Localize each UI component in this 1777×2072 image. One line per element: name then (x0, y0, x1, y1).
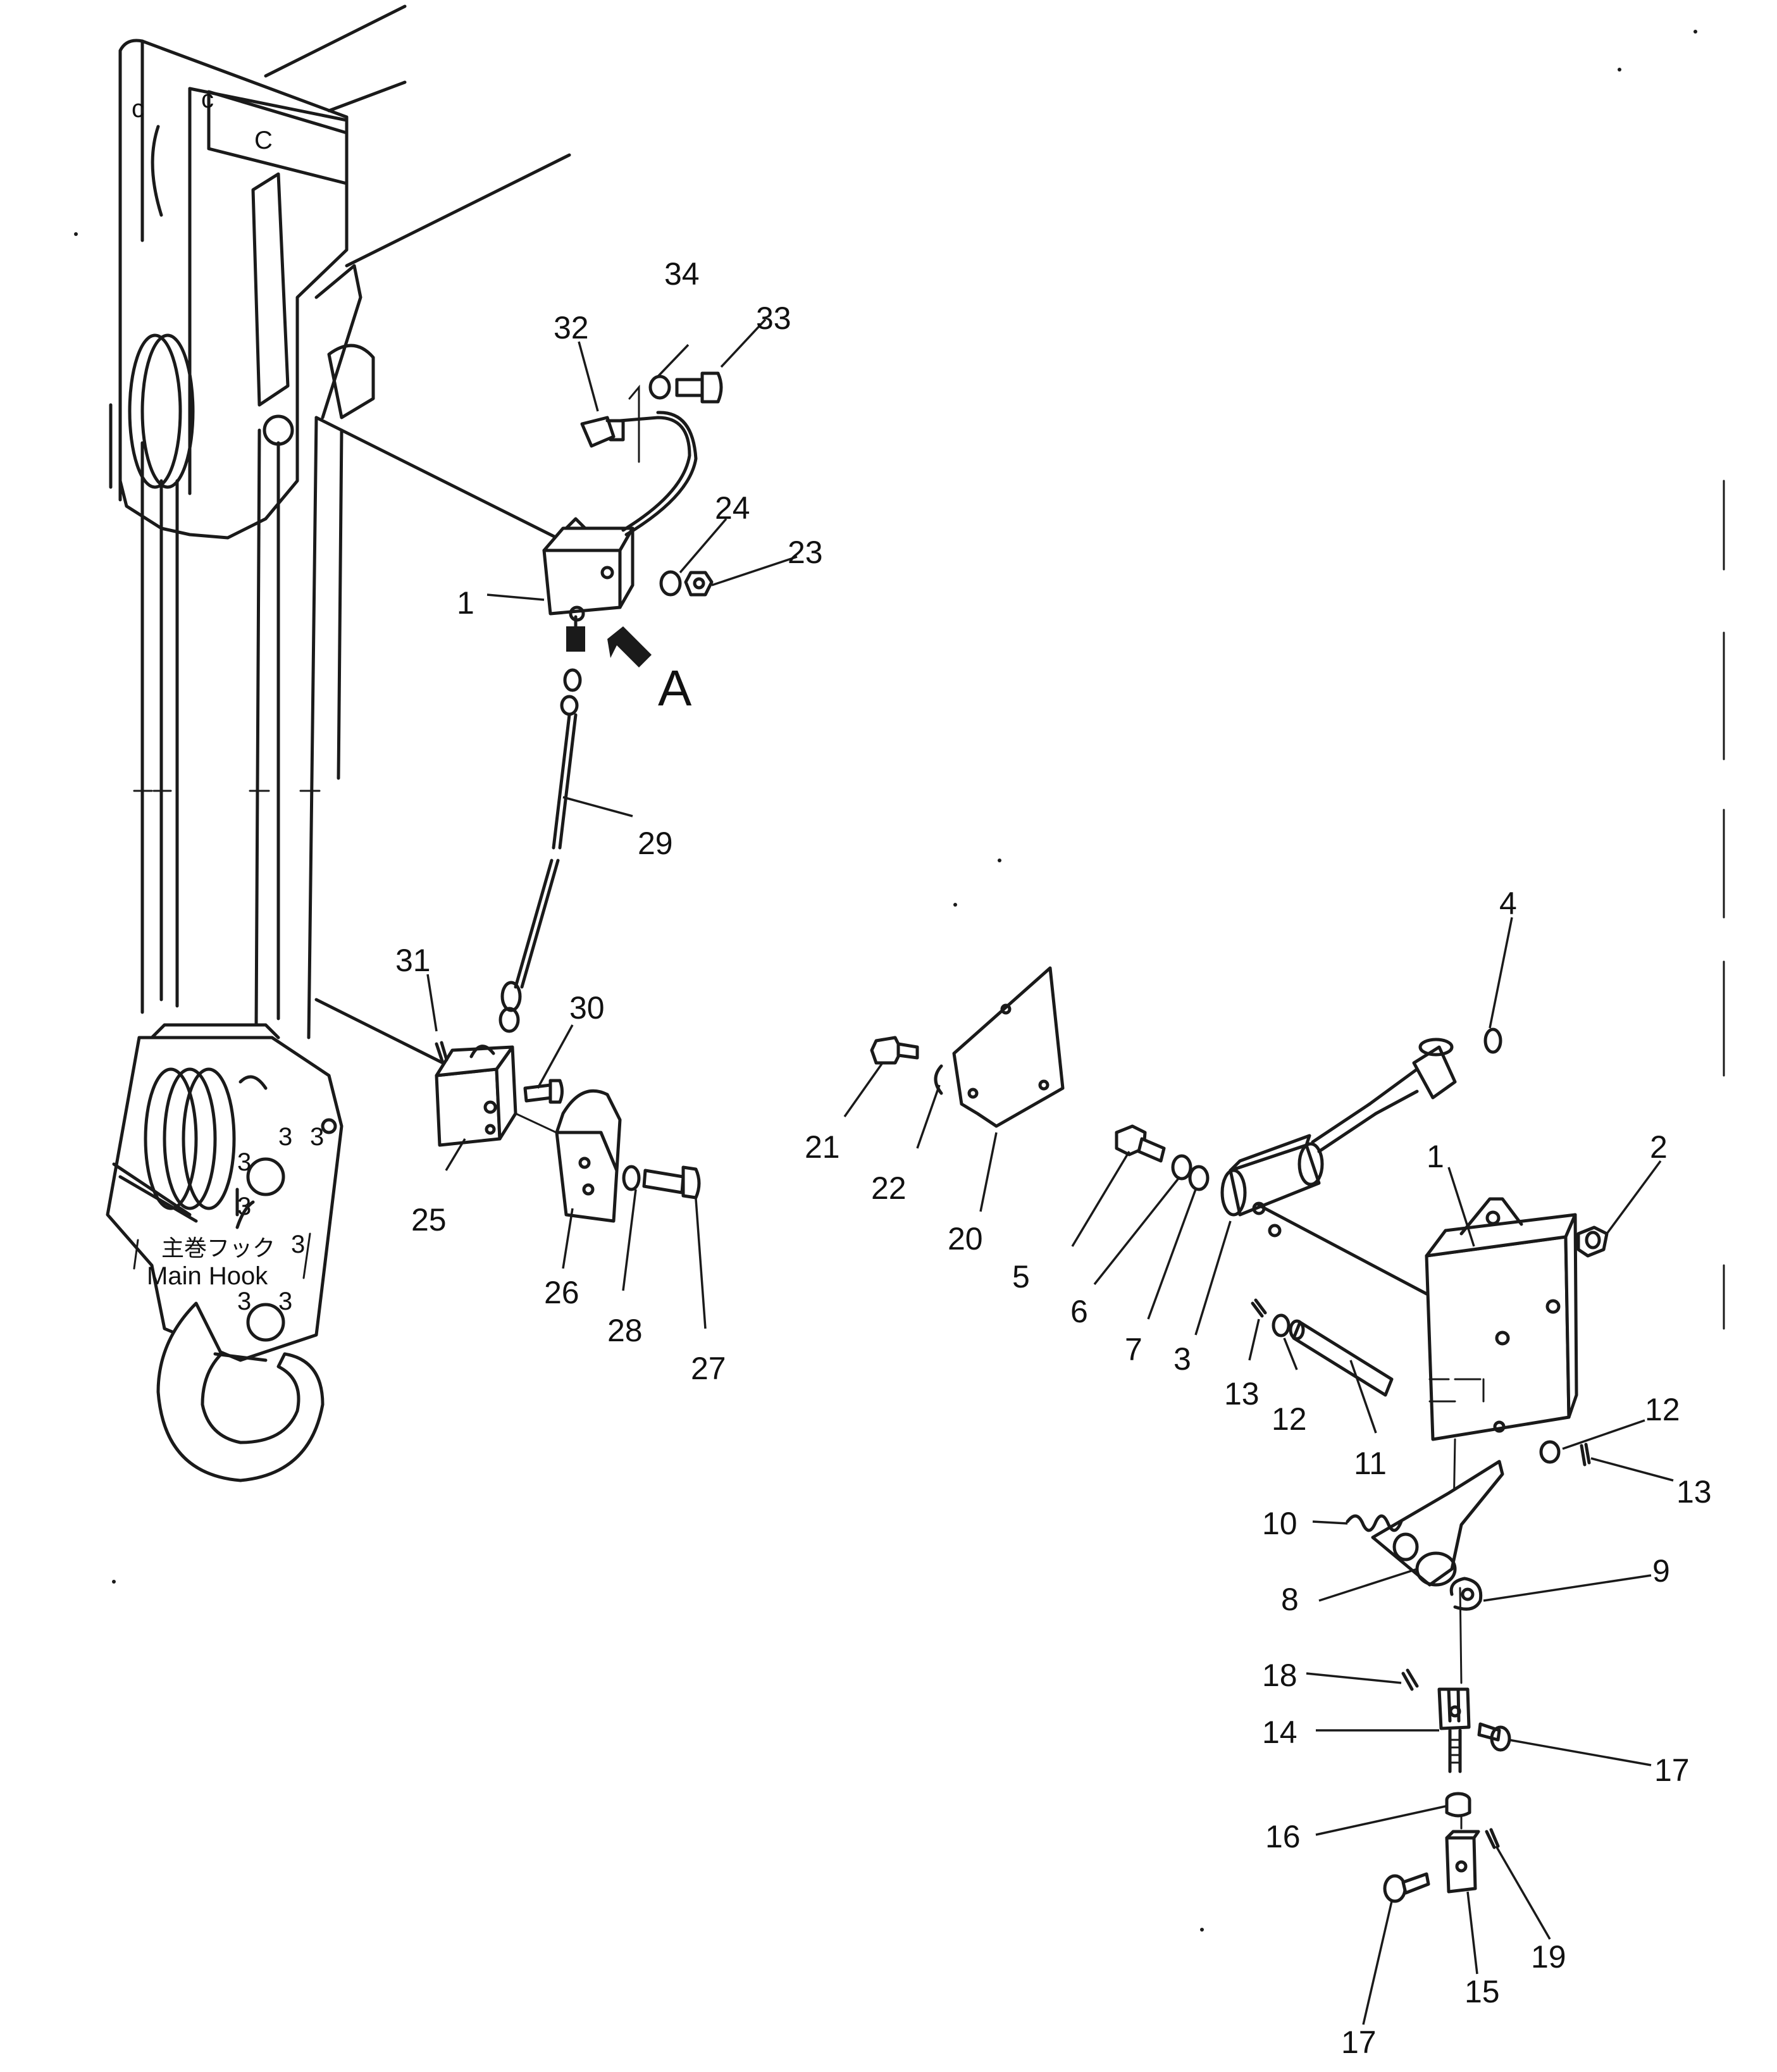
boom-mark-c: c (201, 85, 214, 113)
hook-mark-3g: 3 (291, 1231, 305, 1258)
callout-15: 15 (1464, 1974, 1500, 2009)
callout-32: 32 (554, 310, 589, 345)
washer-34 (648, 375, 671, 400)
upper-limit-switch: A (542, 371, 723, 716)
view-arrow-a (607, 626, 652, 667)
hook-mark-3d: 3 (278, 1287, 292, 1315)
callout-8: 8 (1281, 1582, 1299, 1617)
callout-14: 14 (1262, 1715, 1297, 1750)
washer-12-left (1272, 1313, 1291, 1337)
callout-1-upper: 1 (457, 585, 474, 621)
callout-4: 4 (1499, 886, 1517, 921)
callout-7: 7 (1125, 1332, 1142, 1367)
callout-24: 24 (715, 490, 750, 526)
boom-mark-c2: C (254, 127, 273, 154)
crane-boom: c C c (109, 4, 571, 1039)
callout-20: 20 (948, 1221, 983, 1256)
callout-17-upper: 17 (1654, 1753, 1690, 1788)
callout-21: 21 (805, 1129, 840, 1165)
main-hook-block: 3 3 3 3 3 3 3 主巻フック Main Hook (106, 1023, 344, 1482)
callout-18: 18 (1262, 1658, 1297, 1693)
callout-3: 3 (1173, 1341, 1191, 1377)
washer-7 (1188, 1165, 1210, 1191)
callout-31: 31 (395, 943, 431, 978)
callout-11: 11 (1354, 1446, 1387, 1481)
cover-plate-group (870, 966, 1065, 1128)
boom-mark-c3: c (132, 95, 144, 123)
callout-34: 34 (664, 256, 700, 292)
hook-label-en: Main Hook (147, 1262, 268, 1290)
callout-13-right: 13 (1676, 1474, 1712, 1510)
callout-25: 25 (411, 1202, 447, 1238)
callout-22: 22 (871, 1170, 907, 1206)
washer-24 (659, 570, 682, 597)
callouts: 34 33 32 24 23 1 29 31 30 25 26 28 27 4 … (395, 256, 1712, 2060)
connector-plug (566, 626, 585, 652)
hook-mark-3a: 3 (237, 1148, 251, 1176)
callout-6: 6 (1070, 1294, 1088, 1329)
callout-28: 28 (607, 1313, 643, 1348)
callout-12-right: 12 (1645, 1392, 1680, 1427)
callout-16: 16 (1265, 1819, 1301, 1854)
scan-marks (74, 30, 1725, 1932)
washer-12-right (1539, 1440, 1561, 1464)
hook-mark-3e: 3 (237, 1287, 251, 1315)
callout-27: 27 (691, 1351, 726, 1386)
o-ring-4 (1483, 1027, 1502, 1054)
callout-2: 2 (1650, 1129, 1668, 1165)
view-label-a: A (658, 660, 692, 716)
weight-assembly (314, 998, 701, 1223)
callout-23: 23 (788, 535, 823, 570)
callout-9: 9 (1652, 1553, 1670, 1589)
callout-29: 29 (638, 826, 673, 861)
hook-label-jp: 主巻フック (161, 1236, 275, 1262)
callout-30: 30 (569, 990, 605, 1026)
callout-26: 26 (544, 1275, 579, 1310)
right-limit-switch (1115, 1027, 1609, 1903)
washer-28 (622, 1165, 641, 1191)
cable-29 (498, 668, 582, 1033)
callout-19: 19 (1531, 1939, 1566, 1975)
washer-6 (1171, 1154, 1192, 1181)
hook-mark-3f: 3 (310, 1123, 324, 1151)
callout-33: 33 (756, 301, 791, 336)
hook-mark-3c: 3 (278, 1123, 292, 1151)
callout-5: 5 (1012, 1259, 1030, 1294)
callout-13-left: 13 (1224, 1376, 1260, 1411)
callout-17-lower: 17 (1341, 2025, 1377, 2060)
leader-lines (426, 318, 1674, 2025)
callout-12-left: 12 (1272, 1401, 1307, 1437)
hook-mark-3b: 3 (237, 1193, 251, 1220)
callout-10: 10 (1262, 1506, 1297, 1541)
callout-1-right: 1 (1427, 1139, 1444, 1174)
